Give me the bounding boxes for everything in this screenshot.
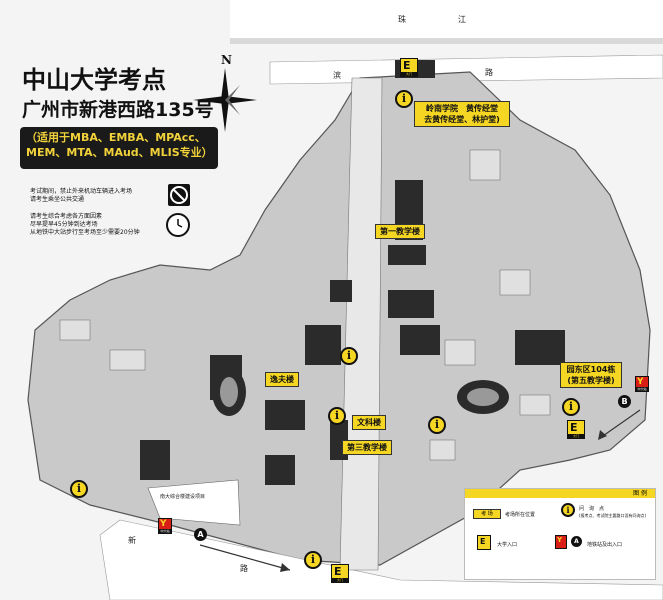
- no-vehicles-icon: [168, 184, 190, 206]
- east-gate-icon[interactable]: E 大门: [567, 420, 585, 439]
- info-point-southwest[interactable]: i: [70, 480, 88, 498]
- map-address: 广州市新港西路135号: [22, 99, 214, 121]
- arrival-notice-line-2: 尽早提早45分钟到达考场: [30, 221, 98, 228]
- north-gate-label: 大门: [401, 72, 417, 76]
- info-point-center[interactable]: i: [340, 347, 358, 365]
- route-arrow-b: [599, 409, 641, 439]
- legend-exit-icon: A: [571, 536, 582, 547]
- yifu-building-label[interactable]: 逸夫楼: [265, 372, 299, 387]
- metro-station-icon-south[interactable]: Y 中大站: [158, 518, 172, 534]
- metro-symbol-east: Y: [637, 377, 644, 387]
- north-label: N: [221, 53, 232, 67]
- legend-metro-symbol: Y: [557, 536, 563, 544]
- traffic-notice-line-2: 请考生乘坐公共交通: [30, 196, 85, 203]
- east-gate-label: 大门: [568, 434, 584, 438]
- third-teaching-building-label[interactable]: 第三教学楼: [342, 440, 392, 455]
- info-point-east[interactable]: i: [428, 416, 446, 434]
- legend-metro-icon: Y: [555, 535, 567, 549]
- south-road-label-2: 路: [240, 564, 248, 573]
- clock-icon: [166, 213, 190, 237]
- legend-info-icon: i: [561, 503, 575, 517]
- north-gate-symbol: E: [403, 59, 411, 72]
- info-point-north[interactable]: i: [395, 90, 413, 108]
- construction-label: 南大综合楼建设项目: [160, 494, 206, 500]
- lingnan-label-line-1: 岭南学院 黄传经堂: [426, 104, 498, 113]
- legend-exam-box: 考 场: [473, 509, 501, 519]
- east-campus-line-2: (第五教学楼): [567, 376, 615, 385]
- metro-exit-a[interactable]: A: [194, 528, 207, 541]
- metro-station-icon-east[interactable]: Y 中大站: [635, 376, 649, 392]
- lingnan-college-label[interactable]: 岭南学院 黄传经堂 去黄传经堂、林护堂): [414, 101, 510, 127]
- north-road-label-1: 滨: [333, 71, 341, 80]
- traffic-notice: 考试期间，禁止外来机动车辆进入考场 请考生乘坐公共交通: [30, 188, 132, 204]
- north-road-label-2: 路: [485, 68, 493, 77]
- south-road: [99, 519, 663, 600]
- arrival-notice-line-3: 从地铁中大站步行至考场至少需要20分钟: [30, 229, 140, 236]
- legend-gate-desc: 大学入口: [497, 542, 518, 548]
- programs-line-1: （适用于MBA、EMBA、MPAcc、: [26, 131, 206, 144]
- legend-info-desc: 问 询 点: [579, 506, 605, 512]
- applicable-programs-box: （适用于MBA、EMBA、MPAcc、 MEM、MTA、MAud、MLIS专业）: [20, 127, 218, 169]
- east-gate-symbol: E: [570, 421, 578, 434]
- legend-gate-icon: E: [477, 535, 491, 550]
- wenke-building-label[interactable]: 文科楼: [352, 415, 386, 430]
- river-label-1: 珠: [398, 15, 406, 24]
- legend-exam-desc: 考场所在位置: [505, 512, 536, 518]
- legend-info-note: (报考点、考试院主要路口设有问询点): [579, 513, 647, 518]
- traffic-notice-line-1: 考试期间，禁止外来机动车辆进入考场: [30, 188, 133, 195]
- arrival-notice: 请考生综合考虑各方面因素 尽早提早45分钟到达考场 从地铁中大站步行至考场至少需…: [30, 213, 140, 237]
- metro-label-south: 中大站: [159, 529, 171, 533]
- map-legend: 图 例 考 场 考场所在位置 i 问 询 点 (报考点、考试院主要路口设有问询点…: [464, 488, 656, 580]
- river-label-2: 江: [458, 15, 466, 24]
- programs-line-2: MEM、MTA、MAud、MLIS专业）: [26, 146, 213, 159]
- pearl-river: [230, 0, 663, 38]
- metro-symbol-south: Y: [160, 519, 167, 529]
- north-road: [269, 54, 663, 85]
- east-campus-line-1: 园东区104栋: [566, 365, 616, 374]
- north-gate-icon[interactable]: E 大门: [400, 58, 418, 77]
- route-arrow-a: [199, 544, 291, 571]
- campus-boundary: [27, 71, 651, 566]
- map-title: 中山大学考点: [22, 66, 166, 94]
- arrival-notice-line-1: 请考生综合考虑各方面因素: [30, 213, 103, 220]
- lingnan-label-line-2: 去黄传经堂、林护堂): [424, 115, 500, 124]
- compass-rose-icon: [193, 68, 257, 132]
- legend-gate-symbol: E: [480, 537, 486, 546]
- east-campus-104-label[interactable]: 园东区104栋 (第五教学楼): [560, 362, 622, 388]
- metro-exit-b[interactable]: B: [618, 395, 631, 408]
- info-point-east-gate[interactable]: i: [562, 398, 580, 416]
- south-road-label-1: 新: [128, 536, 136, 545]
- metro-label-east: 中大站: [636, 387, 648, 391]
- south-gate-icon[interactable]: E 大门: [331, 564, 349, 583]
- south-gate-symbol: E: [334, 565, 342, 578]
- construction-site: [147, 479, 241, 526]
- first-teaching-building-label[interactable]: 第一教学楼: [375, 224, 425, 239]
- legend-title: 图 例: [465, 489, 655, 498]
- legend-metro-desc: 地铁站及出入口: [587, 542, 623, 548]
- south-gate-label: 大门: [332, 578, 348, 582]
- info-point-wenke[interactable]: i: [328, 407, 346, 425]
- info-point-south[interactable]: i: [304, 551, 322, 569]
